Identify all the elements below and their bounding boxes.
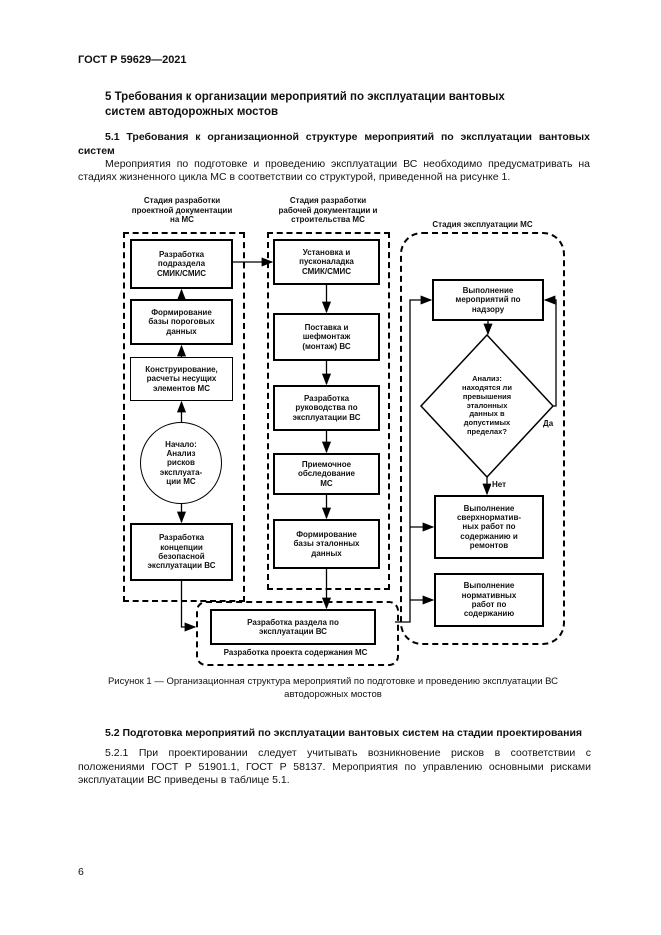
maintenance-project-label: Разработка проекта содержания МС [223, 648, 368, 657]
figure-caption: Рисунок 1 — Организационная структура ме… [107, 676, 559, 700]
decision-no-label: Нет [491, 480, 508, 489]
decision-yes-label: Да [542, 419, 555, 428]
box-extra-maintenance-works: Выполнение сверхнорматив- ных работ по с… [434, 495, 544, 559]
maintenance-project-container [196, 601, 399, 666]
stage1-header: Стадия разработки проектной документации… [131, 196, 233, 225]
section-5-heading: 5 Требования к организации мероприятий п… [105, 91, 505, 119]
box-operation-manual: Разработка руководства по эксплуатации В… [273, 385, 380, 431]
section-5-2-1-paragraph: 5.2.1 При проектировании следует учитыва… [78, 747, 591, 787]
box-operation-section: Разработка раздела по эксплуатации ВС [210, 609, 376, 645]
box-safe-operation-concept: Разработка концепции безопасной эксплуат… [130, 523, 233, 581]
box-supervision-activities: Выполнение мероприятий по надзору [432, 279, 544, 321]
stage2-container [267, 232, 390, 590]
box-threshold-database: Формирование базы пороговых данных [130, 299, 233, 345]
stage2-header: Стадия разработки рабочей документации и… [278, 196, 378, 225]
box-acceptance-survey: Приемочное обследование МС [273, 453, 380, 495]
section-5-1-heading: 5.1 Требования к организационной структу… [78, 131, 590, 157]
section-5-1-paragraph: Мероприятия по подготовке и проведению э… [78, 158, 590, 184]
box-smik-smis-installation: Установка и пусконаладка СМИК/СМИС [273, 239, 380, 285]
box-structural-design: Конструирование, расчеты несущих элемент… [130, 357, 233, 401]
decision-diamond-label: Анализ: находятся ли превышения эталонны… [462, 374, 512, 436]
doc-number: ГОСТ Р 59629—2021 [78, 54, 187, 66]
start-circle-risk-analysis: Начало: Анализ рисков эксплуата- ции МС [140, 422, 222, 504]
stage3-header: Стадия эксплуатации МС [432, 220, 533, 229]
page-number: 6 [78, 866, 84, 878]
box-reference-database: Формирование базы эталонных данных [273, 519, 380, 569]
section-5-2-heading: 5.2 Подготовка мероприятий по эксплуатац… [105, 727, 583, 739]
box-supply-installation: Поставка и шефмонтаж (монтаж) ВС [273, 313, 380, 361]
box-smik-smis-subsection: Разработка подраздела СМИК/СМИС [130, 239, 233, 289]
box-normative-maintenance-works: Выполнение нормативных работ по содержан… [434, 573, 544, 627]
